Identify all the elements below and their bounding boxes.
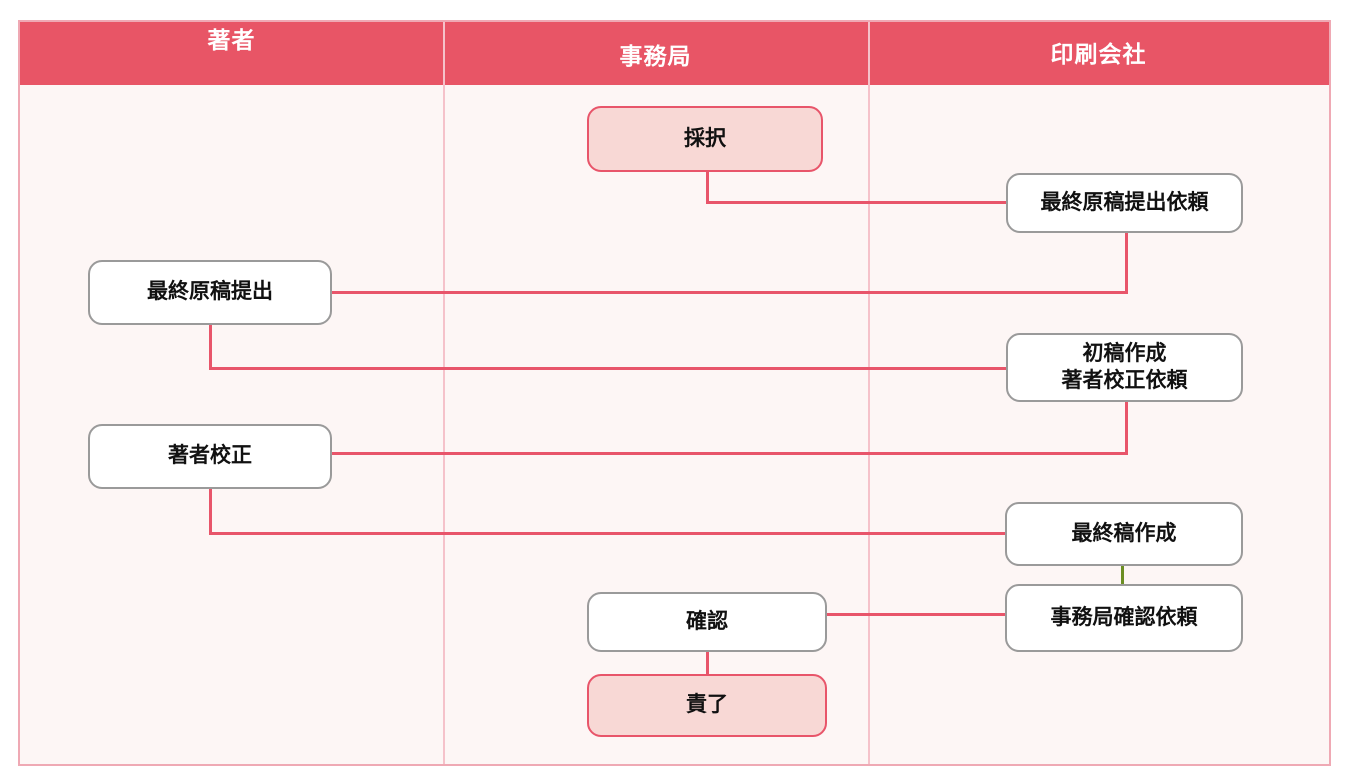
connector-office-request-to-check [827,613,1005,616]
lane-header-author: 著者 [207,26,256,53]
connector-first-draft-down [1125,402,1128,454]
lane-header-office: 事務局 [619,42,692,69]
node-adoption-label: 採択 [684,126,726,150]
node-adoption: 採択 [587,106,823,172]
lane-divider-1 [443,22,445,764]
node-author-proof: 著者校正 [88,424,332,489]
node-final-draft: 最終稿作成 [1005,502,1243,566]
node-first-draft-author-proof-request: 初稿作成 著者校正依頼 [1006,333,1243,402]
node-office-check-request-label: 事務局確認依頼 [1050,605,1198,629]
lane-divider-2 [868,22,870,764]
connector-final-request-to-final-submit [332,291,1128,294]
swimlane-header: 著者 事務局 印刷会社 [20,22,1329,85]
connector-check-to-final-approval [706,652,709,674]
node-final-manuscript-request: 最終原稿提出依頼 [1006,173,1243,233]
node-final-approval: 責了 [587,674,827,737]
connector-final-submit-down [209,325,212,369]
connector-first-draft-to-author-proof [332,452,1128,455]
node-final-manuscript-request-label: 最終原稿提出依頼 [1040,190,1209,214]
node-check-label: 確認 [686,609,728,633]
connector-final-request-down [1125,233,1128,293]
connector-adoption-to-final-request [706,201,1006,204]
node-first-draft-line2: 著者校正依頼 [1061,368,1188,392]
lane-header-printer: 印刷会社 [1050,41,1147,67]
node-final-manuscript-submit: 最終原稿提出 [88,260,332,325]
node-office-check-request: 事務局確認依頼 [1005,584,1243,652]
flowchart-frame: 著者 事務局 印刷会社 採択 最終原稿提出依頼 最終原稿提出 初稿作成 著者校正… [18,20,1331,766]
node-first-draft-line1: 初稿作成 [1082,342,1167,366]
node-check: 確認 [587,592,827,652]
connector-author-proof-down [209,489,212,534]
node-final-approval-label: 責了 [686,693,728,717]
connector-author-proof-to-final-draft [209,532,1005,535]
connector-final-draft-to-office-request-green [1121,566,1124,584]
connector-adoption-down [706,172,709,203]
node-final-draft-label: 最終稿作成 [1071,521,1177,545]
node-author-proof-label: 著者校正 [168,444,252,468]
node-final-manuscript-submit-label: 最終原稿提出 [147,280,273,304]
connector-final-submit-to-first-draft [209,367,1006,370]
